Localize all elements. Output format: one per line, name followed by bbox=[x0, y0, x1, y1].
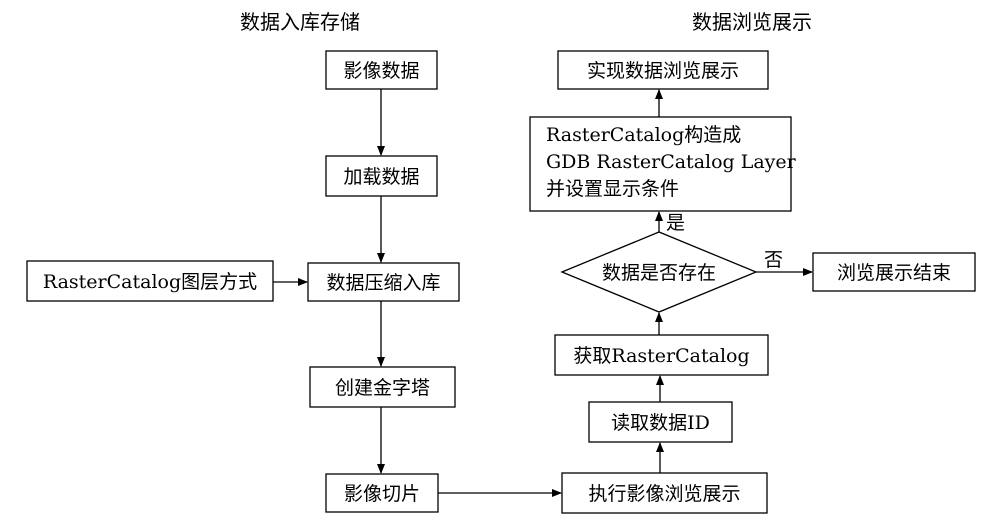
node-construct-line-3: 并设置显示条件 bbox=[546, 178, 679, 200]
node-read-id: 读取数据ID bbox=[588, 401, 733, 443]
node-layer-mode-label: RasterCatalog图层方式 bbox=[43, 271, 257, 293]
node-construct-line-2: GDB RasterCatalog Layer bbox=[546, 151, 797, 173]
node-execute-browse: 执行影像浏览展示 bbox=[561, 472, 768, 514]
node-tile-label: 影像切片 bbox=[344, 483, 420, 505]
node-layer-mode: RasterCatalog图层方式 bbox=[26, 260, 274, 302]
node-tile: 影像切片 bbox=[325, 473, 439, 513]
node-read-id-label: 读取数据ID bbox=[611, 412, 710, 434]
node-realize-browse-label: 实现数据浏览展示 bbox=[587, 60, 739, 82]
node-pyramid-label: 创建金字塔 bbox=[335, 377, 430, 399]
node-realize-browse: 实现数据浏览展示 bbox=[557, 50, 769, 90]
node-construct: RasterCatalog构造成 GDB RasterCatalog Layer… bbox=[529, 116, 797, 212]
node-exists-decision-label: 数据是否存在 bbox=[602, 262, 716, 284]
node-get-catalog: 获取RasterCatalog bbox=[554, 334, 769, 376]
node-exists-decision: 数据是否存在 bbox=[560, 231, 758, 313]
node-end-browse-label: 浏览展示结束 bbox=[837, 262, 951, 284]
node-execute-browse-label: 执行影像浏览展示 bbox=[588, 483, 740, 505]
node-load-data: 加载数据 bbox=[325, 155, 438, 197]
node-load-data-label: 加载数据 bbox=[343, 166, 419, 188]
edge-label-yes: 是 bbox=[666, 212, 685, 234]
node-image-data-label: 影像数据 bbox=[343, 60, 419, 82]
edge-label-no: 否 bbox=[764, 249, 783, 271]
node-get-catalog-label: 获取RasterCatalog bbox=[573, 345, 749, 367]
node-image-data: 影像数据 bbox=[325, 50, 438, 90]
node-construct-line-1: RasterCatalog构造成 bbox=[546, 124, 741, 146]
header-data-storage: 数据入库存储 bbox=[240, 10, 360, 34]
node-end-browse: 浏览展示结束 bbox=[812, 252, 976, 292]
node-pyramid: 创建金字塔 bbox=[309, 366, 456, 408]
node-compress-store-label: 数据压缩入库 bbox=[326, 272, 440, 294]
header-data-browse: 数据浏览展示 bbox=[692, 10, 812, 34]
node-compress-store: 数据压缩入库 bbox=[307, 262, 460, 302]
